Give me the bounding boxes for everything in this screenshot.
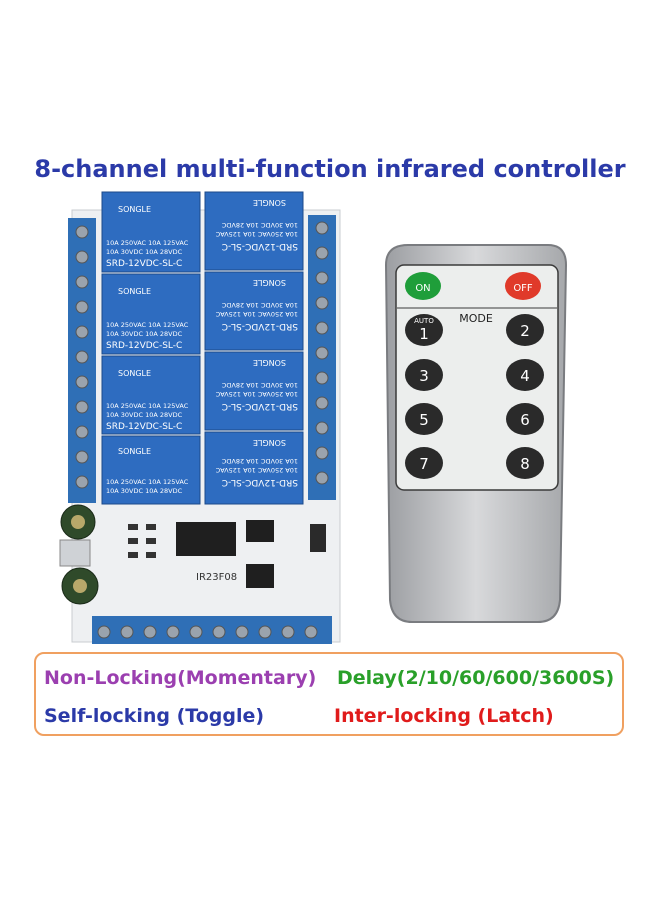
ir-receiver (310, 524, 326, 552)
key-5-button[interactable]: 5 (405, 403, 443, 435)
right-terminal-strip (308, 215, 336, 500)
svg-text:SONGLE: SONGLE (253, 438, 286, 447)
svg-text:SRD-12VDC-SL-C: SRD-12VDC-SL-C (222, 321, 298, 331)
key-3-button[interactable]: 3 (405, 359, 443, 391)
relay-left-1: SONGLE 10A 250VAC 10A 125VAC 10A 30VDC 1… (101, 191, 201, 273)
svg-text:SONGLE: SONGLE (253, 278, 286, 287)
mode-legend-box (34, 652, 624, 736)
chip-main (176, 522, 236, 556)
svg-text:10A 250VAC 10A 125VAC: 10A 250VAC 10A 125VAC (215, 466, 298, 474)
key-8-button[interactable]: 8 (506, 447, 544, 479)
mode-label: MODE (459, 312, 493, 325)
board-label: IR23F08 (196, 572, 237, 583)
svg-text:10A 30VDC 10A 28VDC: 10A 30VDC 10A 28VDC (106, 487, 183, 495)
key-1-button[interactable]: AUTO 1 (405, 314, 443, 346)
svg-text:5: 5 (419, 411, 429, 429)
relay-right-2: SRD-12VDC-SL-C 10A 250VAC 10A 125VAC 10A… (204, 271, 304, 351)
svg-text:SRD-12VDC-SL-C: SRD-12VDC-SL-C (222, 477, 298, 487)
svg-text:10A 30VDC 10A 28VDC: 10A 30VDC 10A 28VDC (106, 248, 183, 256)
svg-text:SONGLE: SONGLE (118, 287, 151, 296)
off-button[interactable]: OFF (505, 272, 541, 300)
remote-control (384, 244, 568, 623)
svg-text:10A 30VDC 10A 28VDC: 10A 30VDC 10A 28VDC (221, 457, 298, 465)
legend-self-locking: Self-locking (Toggle) (44, 705, 265, 727)
svg-text:10A 250VAC 10A 125VAC: 10A 250VAC 10A 125VAC (215, 310, 298, 318)
smd-components (128, 524, 156, 558)
svg-text:SRD-12VDC-SL-C: SRD-12VDC-SL-C (106, 259, 182, 269)
svg-text:OFF: OFF (513, 283, 533, 294)
svg-text:8: 8 (520, 455, 530, 473)
page-title: 8-channel multi-function infrared contro… (34, 155, 626, 183)
svg-text:SRD-12VDC-SL-C: SRD-12VDC-SL-C (222, 401, 298, 411)
bottom-terminal-strip (92, 616, 332, 644)
svg-text:10A 250VAC 10A 125VAC: 10A 250VAC 10A 125VAC (106, 402, 189, 410)
relay-right-1: SRD-12VDC-SL-C 10A 250VAC 10A 125VAC 10A… (204, 191, 304, 271)
key-7-button[interactable]: 7 (405, 447, 443, 479)
svg-text:SRD-12VDC-SL-C: SRD-12VDC-SL-C (222, 241, 298, 251)
svg-text:6: 6 (520, 411, 530, 429)
svg-text:1: 1 (419, 325, 429, 343)
legend-delay: Delay(2/10/60/600/3600S) (337, 667, 615, 689)
voltage-regulator (59, 539, 91, 567)
key-4-button[interactable]: 4 (506, 359, 544, 391)
relay-left-4: SONGLE 10A 250VAC 10A 125VAC 10A 30VDC 1… (101, 435, 201, 505)
capacitor-top (60, 504, 96, 540)
svg-text:10A 250VAC 10A 125VAC: 10A 250VAC 10A 125VAC (215, 230, 298, 238)
svg-text:10A 30VDC 10A 28VDC: 10A 30VDC 10A 28VDC (221, 381, 298, 389)
svg-text:SRD-12VDC-SL-C: SRD-12VDC-SL-C (106, 422, 182, 432)
chip-small-1 (246, 520, 274, 542)
svg-text:SONGLE: SONGLE (118, 205, 151, 214)
relay-left-3: SONGLE 10A 250VAC 10A 125VAC 10A 30VDC 1… (101, 355, 201, 435)
left-terminal-strip (68, 218, 96, 503)
svg-text:2: 2 (520, 322, 530, 340)
legend-inter-locking: Inter-locking (Latch) (334, 705, 554, 727)
relay-right-3: SRD-12VDC-SL-C 10A 250VAC 10A 125VAC 10A… (204, 351, 304, 431)
relay-left-2: SONGLE 10A 250VAC 10A 125VAC 10A 30VDC 1… (101, 273, 201, 355)
svg-text:3: 3 (419, 367, 429, 385)
svg-text:10A 30VDC 10A 28VDC: 10A 30VDC 10A 28VDC (221, 301, 298, 309)
svg-text:10A 30VDC 10A 28VDC: 10A 30VDC 10A 28VDC (106, 330, 183, 338)
key-2-button[interactable]: 2 (506, 314, 544, 346)
svg-text:4: 4 (520, 367, 530, 385)
capacitor-bottom (61, 567, 99, 605)
legend-non-locking: Non-Locking(Momentary) (44, 667, 317, 689)
svg-text:10A 30VDC 10A 28VDC: 10A 30VDC 10A 28VDC (106, 411, 183, 419)
svg-text:SONGLE: SONGLE (253, 198, 286, 207)
svg-text:10A 250VAC 10A 125VAC: 10A 250VAC 10A 125VAC (215, 390, 298, 398)
key-6-button[interactable]: 6 (506, 403, 544, 435)
relay-right-4: SRD-12VDC-SL-C 10A 250VAC 10A 125VAC 10A… (204, 431, 304, 505)
svg-text:SONGLE: SONGLE (118, 447, 151, 456)
on-button[interactable]: ON (405, 272, 441, 300)
svg-text:SONGLE: SONGLE (118, 369, 151, 378)
svg-text:SONGLE: SONGLE (253, 358, 286, 367)
svg-text:10A 250VAC 10A 125VAC: 10A 250VAC 10A 125VAC (106, 239, 189, 247)
svg-text:SRD-12VDC-SL-C: SRD-12VDC-SL-C (106, 341, 182, 351)
svg-text:10A 250VAC 10A 125VAC: 10A 250VAC 10A 125VAC (106, 321, 189, 329)
svg-text:10A 250VAC 10A 125VAC: 10A 250VAC 10A 125VAC (106, 478, 189, 486)
svg-text:7: 7 (419, 455, 429, 473)
svg-text:ON: ON (415, 283, 430, 294)
svg-text:10A 30VDC 10A 28VDC: 10A 30VDC 10A 28VDC (221, 221, 298, 229)
chip-small-2 (246, 564, 274, 588)
svg-text:AUTO: AUTO (414, 317, 434, 325)
